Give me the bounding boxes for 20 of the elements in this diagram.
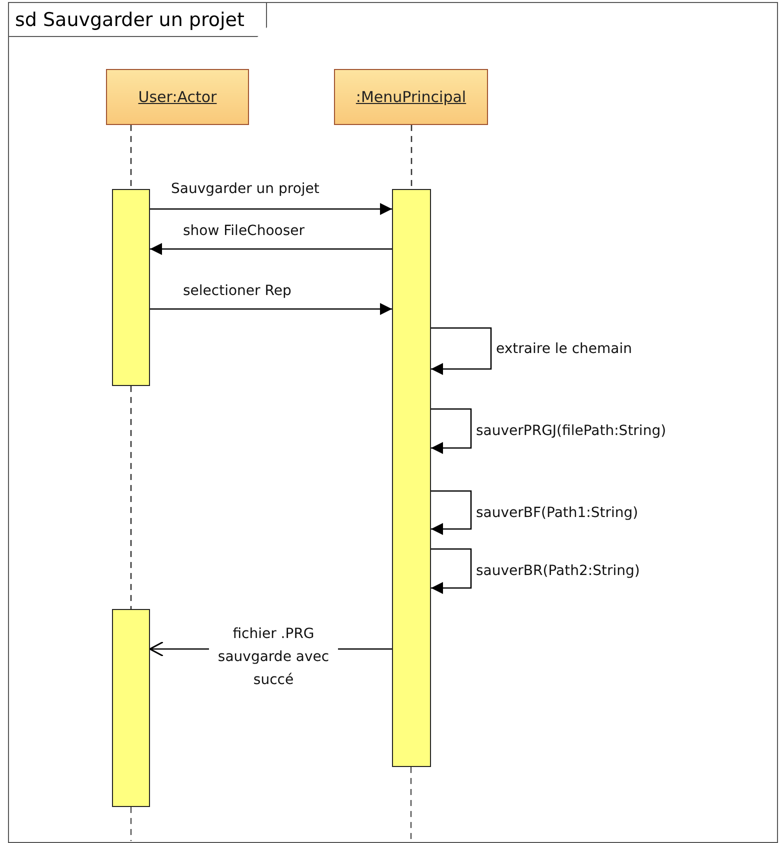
self-message-arrow (431, 490, 472, 535)
lifeline (130, 386, 132, 609)
lifeline (130, 125, 132, 189)
message-arrow (150, 243, 392, 255)
frame-title: sd Sauvgarder un projet (9, 3, 268, 37)
edge-label: selectioner Rep (181, 283, 294, 300)
self-message-arrow (431, 548, 472, 594)
self-message-arrow (431, 327, 492, 375)
activation-bar (392, 189, 431, 767)
self-message-arrow (431, 408, 472, 454)
message-arrow (150, 303, 392, 315)
message-arrow (150, 203, 392, 215)
lifeline-head: :MenuPrincipal (334, 69, 488, 125)
edge-label: Sauvgarder un projet (169, 181, 322, 198)
activation-bar (112, 189, 150, 386)
activation-bar (112, 609, 150, 807)
lifeline-head: User:Actor (106, 69, 249, 125)
lifeline (410, 125, 412, 189)
frame (8, 2, 778, 843)
edge-label: sauverBR(Path2:String) (474, 563, 642, 580)
